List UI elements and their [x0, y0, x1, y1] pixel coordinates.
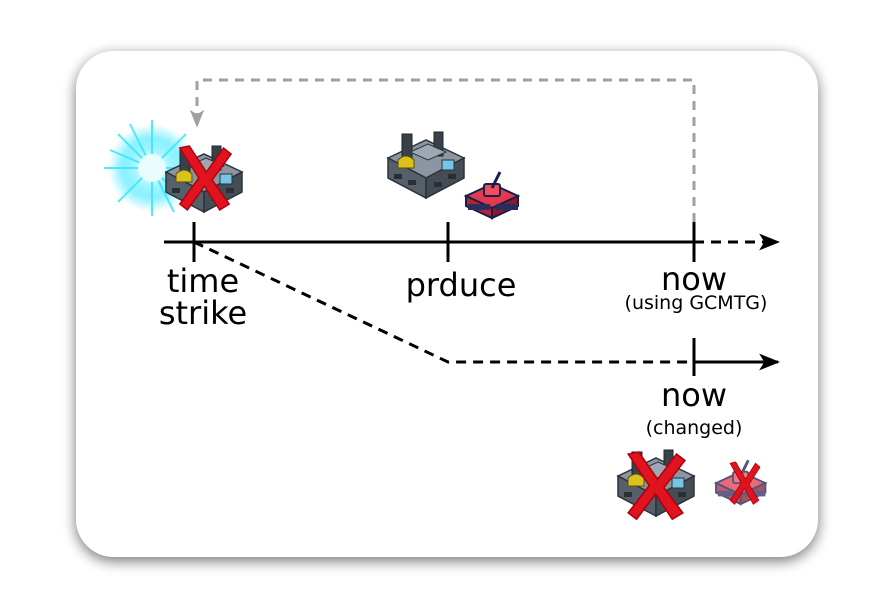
time-travel-loop-arrow: [189, 78, 696, 222]
label-now-top: now: [661, 260, 727, 298]
label-strike: strike: [159, 294, 247, 332]
label-time: time: [167, 262, 239, 300]
label-now-bottom: now: [661, 376, 727, 414]
diagram-card: [76, 51, 818, 557]
label-now-bottom-note: (changed): [646, 417, 743, 439]
label-now-top-note: (using GCMTG): [625, 292, 768, 314]
label-produce: prduce: [406, 266, 517, 304]
changed-timeline-branch: [193, 240, 694, 364]
